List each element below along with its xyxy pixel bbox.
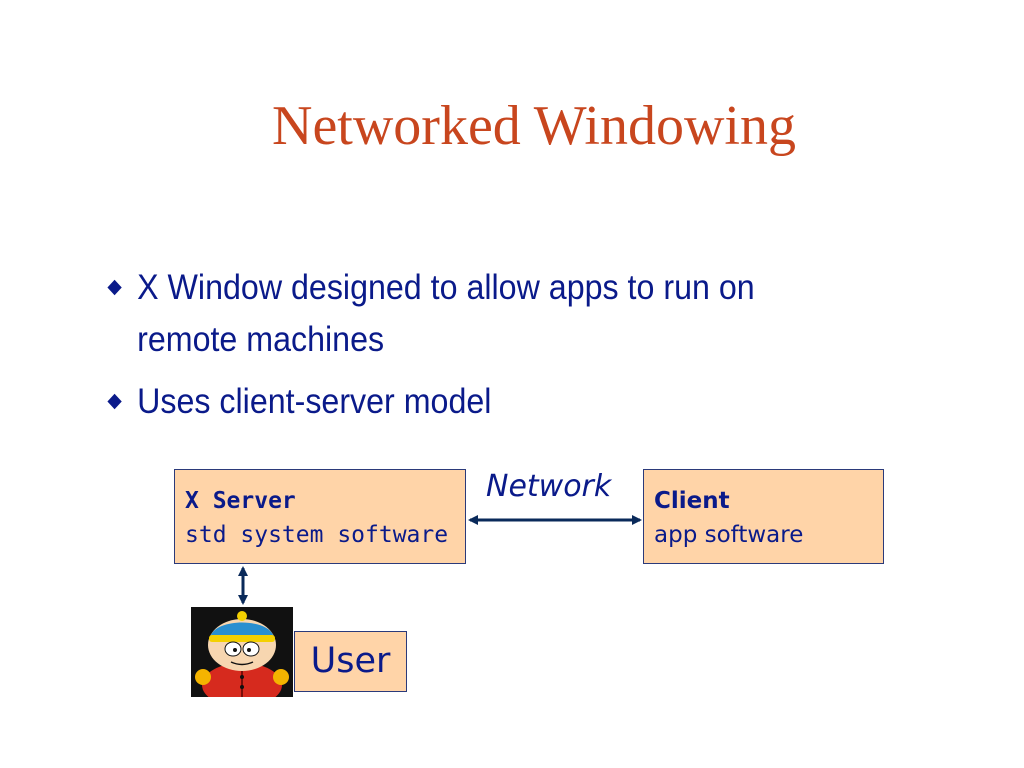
client-subtitle: app software <box>654 522 804 548</box>
client-title: Client <box>654 488 730 514</box>
bullet-item: Uses client-server model <box>104 376 840 428</box>
bullet-list: X Window designed to allow apps to run o… <box>104 262 904 428</box>
user-label-box: User <box>294 631 407 692</box>
x-server-subtitle: std system software <box>185 522 449 548</box>
bullet-text: X Window designed to allow apps to run o… <box>137 268 755 359</box>
x-server-title: X Server <box>185 488 296 514</box>
slide-title: Networked Windowing <box>272 95 796 157</box>
network-label: Network <box>486 469 612 504</box>
x-server-box: X Server std system software <box>174 469 466 564</box>
client-box: Client app software <box>643 469 884 564</box>
bullet-item: X Window designed to allow apps to run o… <box>104 262 840 366</box>
cartman-avatar-icon <box>191 607 293 697</box>
bullet-text: Uses client-server model <box>137 382 492 421</box>
